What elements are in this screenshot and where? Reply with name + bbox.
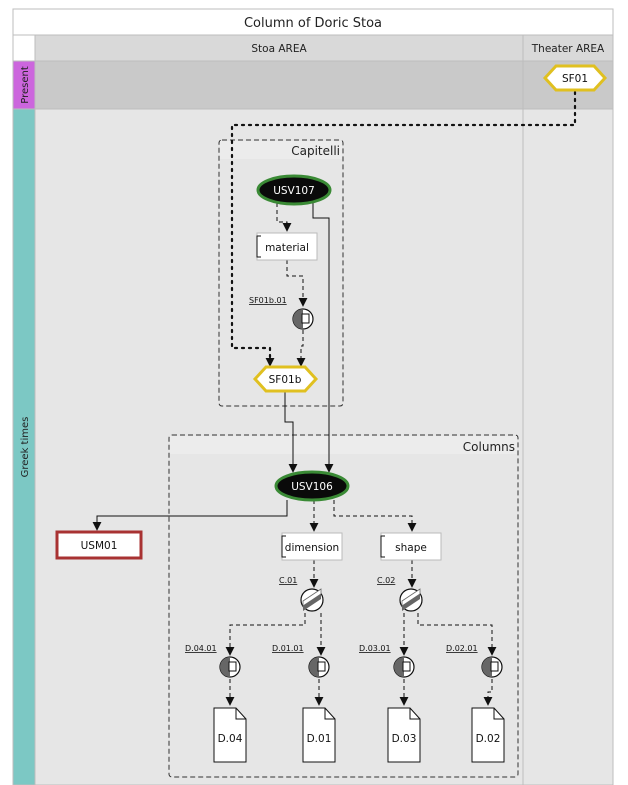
node-material[interactable]: material	[256, 232, 318, 261]
label-d0101: D.01.01	[272, 644, 304, 653]
connector-material-combiner	[286, 260, 308, 307]
combiner-d0101[interactable]	[308, 656, 330, 678]
connector-d0201-d02	[483, 679, 493, 706]
stoa-area-label: Stoa AREA	[251, 43, 307, 55]
label-d0401: D.04.01	[185, 644, 217, 653]
connector-usv107-usv106	[312, 203, 334, 473]
label-d0301: D.03.01	[359, 644, 391, 653]
greek-row-label: Greek times	[20, 417, 31, 478]
columns-label: Columns	[463, 440, 515, 454]
node-usm01-label: USM01	[81, 540, 118, 552]
node-dimension[interactable]: dimension	[281, 532, 343, 561]
title-bar	[12, 8, 614, 36]
theater-area-header	[522, 34, 614, 62]
capitelli-label: Capitelli	[291, 144, 340, 158]
connector-combiner-sf01b	[296, 330, 306, 367]
node-sf01b[interactable]: SF01b	[252, 365, 319, 393]
label-d0201: D.02.01	[446, 644, 478, 653]
node-usm01[interactable]: USM01	[55, 530, 143, 560]
combiner-d0201[interactable]	[481, 656, 503, 678]
theater-area-label: Theater AREA	[531, 43, 605, 55]
node-sf01b-label: SF01b	[269, 374, 302, 386]
document-d02-label: D.02	[476, 733, 501, 745]
corner-cell	[12, 34, 36, 62]
document-d04[interactable]: D.04	[213, 707, 247, 763]
columns-group: Columns	[168, 434, 519, 778]
node-usv106[interactable]: USV106	[274, 470, 350, 502]
connector-c01-d0401	[225, 613, 306, 656]
document-d03-label: D.03	[392, 733, 417, 745]
document-d01-label: D.01	[307, 733, 332, 745]
combiner-c02[interactable]	[399, 588, 423, 612]
connector-usv106-usm01	[92, 500, 288, 531]
connector-sf01b-usv106	[284, 392, 298, 473]
node-shape-label: shape	[395, 542, 427, 554]
present-stoa-cell	[34, 60, 524, 110]
node-material-label: material	[265, 242, 309, 254]
capitelli-group: Capitelli	[218, 139, 344, 407]
document-d03[interactable]: D.03	[387, 707, 421, 763]
combiner-d0301[interactable]	[393, 656, 415, 678]
connector-sf01-sf01b	[230, 90, 577, 368]
diagram-title: Column of Doric Stoa	[244, 16, 382, 31]
node-usv106-label: USV106	[291, 481, 333, 493]
present-row-label: Present	[20, 66, 31, 104]
combiner-c01[interactable]	[300, 588, 324, 612]
label-sf01b01: SF01b.01	[249, 296, 287, 305]
document-d02[interactable]: D.02	[471, 707, 505, 763]
node-usv107-label: USV107	[273, 185, 315, 197]
connector-c02-d0201	[417, 613, 497, 656]
label-c02: C.02	[377, 576, 395, 585]
label-c01: C.01	[279, 576, 297, 585]
combiner-sf01b01[interactable]	[292, 308, 314, 330]
node-shape[interactable]: shape	[380, 532, 442, 561]
greek-theater-cell	[522, 108, 614, 785]
combiner-d0401[interactable]	[219, 656, 241, 678]
document-d04-label: D.04	[218, 733, 243, 745]
connector-usv107-material	[276, 203, 292, 232]
node-usv107[interactable]: USV107	[256, 174, 332, 206]
connector-usv106-shape	[333, 500, 417, 532]
node-dimension-label: dimension	[285, 542, 339, 554]
node-sf01[interactable]: SF01	[542, 64, 608, 92]
document-d01[interactable]: D.01	[302, 707, 336, 763]
node-sf01-label: SF01	[562, 73, 588, 85]
